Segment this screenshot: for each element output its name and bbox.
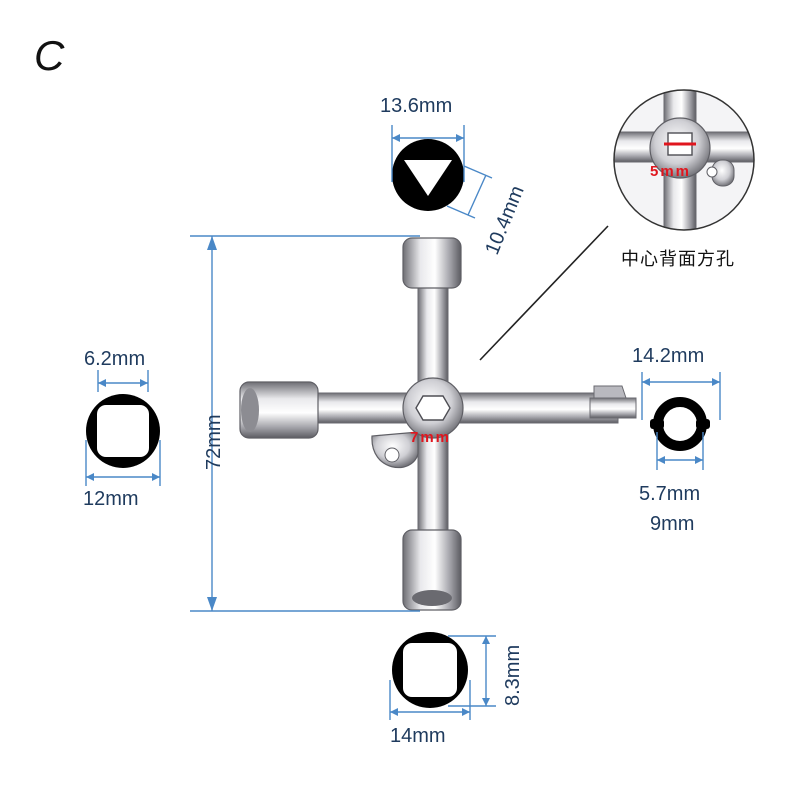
top-socket xyxy=(402,237,462,289)
bit-inner-label: 5.7mm xyxy=(639,483,700,505)
small-square-outer-dimension xyxy=(85,440,161,486)
large-square-hole xyxy=(403,643,457,697)
inset-caption: 中心背面方孔 xyxy=(621,249,735,270)
small-square-outer-label: 12mm xyxy=(83,488,139,510)
center-hex-hole xyxy=(415,395,451,421)
bit-outer-label: 14.2mm xyxy=(632,345,704,367)
bit-outer-dimension xyxy=(641,372,721,420)
right-bit-tooth xyxy=(593,385,627,399)
center-hole-label: 7mm xyxy=(410,429,451,446)
hanging-ring-hole xyxy=(384,447,400,463)
triangle-profile xyxy=(392,139,464,211)
total-length-dimension xyxy=(190,235,420,612)
inset-label: 5mm xyxy=(650,163,691,180)
bottom-socket-mouth xyxy=(412,590,452,606)
bit-ring xyxy=(653,397,707,451)
cross-key xyxy=(239,237,637,611)
panel-letter: C xyxy=(34,32,65,79)
triangle-width-label: 13.6mm xyxy=(380,95,452,117)
large-square-height-label: 8.3mm xyxy=(502,645,524,706)
triangle-height-dimension xyxy=(446,165,493,219)
back-hole-inset xyxy=(613,89,755,231)
triangle-height-label: 10.4mm xyxy=(481,183,528,258)
triangle-width-dimension xyxy=(391,125,465,182)
bit-tab-right xyxy=(696,419,710,429)
right-bit xyxy=(589,397,637,419)
large-square-profile xyxy=(392,632,468,708)
bit-body-label: 9mm xyxy=(650,513,694,535)
large-square-width-label: 14mm xyxy=(390,725,446,747)
inset-pointer-line xyxy=(479,225,609,361)
bit-profile xyxy=(650,397,710,451)
bottom-socket xyxy=(402,529,462,611)
small-square-profile xyxy=(86,394,160,468)
total-length-label: 72mm xyxy=(203,414,225,470)
inset-ring-hole xyxy=(706,166,718,178)
bit-tab-left xyxy=(650,419,664,429)
large-square-width-dimension xyxy=(389,680,471,720)
left-socket xyxy=(239,381,319,439)
large-square-height-dimension xyxy=(448,635,496,707)
small-square-inner-label: 6.2mm xyxy=(84,348,145,370)
bit-inner-dimension xyxy=(656,432,704,470)
triangle-hole xyxy=(404,160,452,196)
left-socket-mouth xyxy=(241,388,259,432)
inset-border xyxy=(613,89,755,231)
small-square-inner-dimension xyxy=(97,370,149,392)
small-square-hole xyxy=(97,405,149,457)
